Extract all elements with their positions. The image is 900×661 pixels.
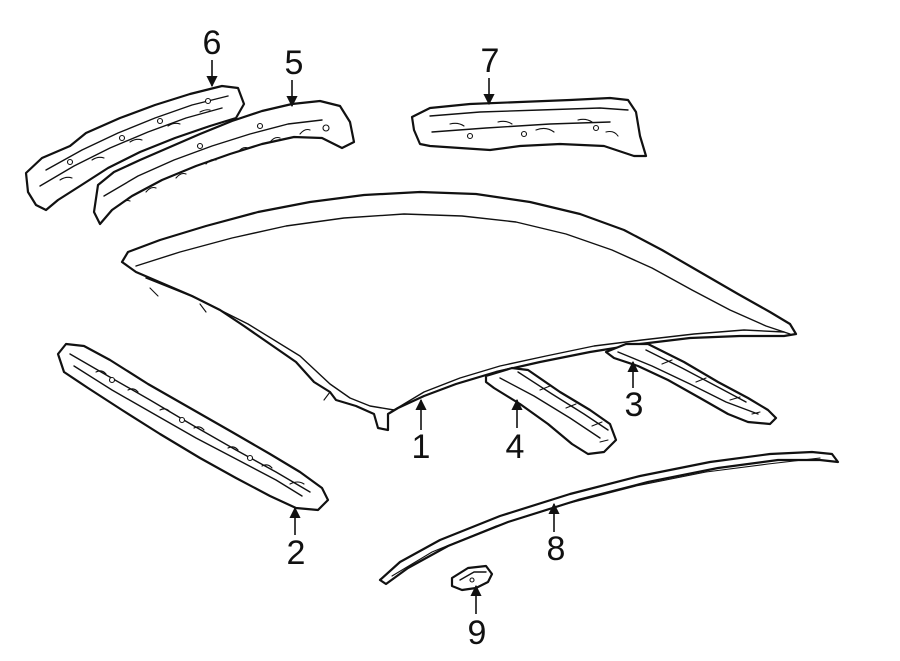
part-8-roof-molding[interactable] <box>378 450 840 586</box>
part-9-molding-clip[interactable] <box>450 564 494 592</box>
callout-8: 8 <box>547 530 566 568</box>
callout-4: 4 <box>506 428 525 466</box>
callout-9: 9 <box>468 614 487 652</box>
part-4-roof-bow[interactable] <box>484 366 618 456</box>
callout-3: 3 <box>625 386 644 424</box>
part-7-side-roof-rail[interactable] <box>410 96 648 158</box>
part-5-rear-roof-rail[interactable] <box>92 99 356 226</box>
part-6-front-roof-rail[interactable] <box>24 84 246 212</box>
callout-leaders <box>206 60 639 614</box>
callout-7: 7 <box>481 42 500 80</box>
callout-6: 6 <box>203 24 222 62</box>
callout-2: 2 <box>287 534 306 572</box>
part-3-roof-bow[interactable] <box>604 342 778 426</box>
part-2-windshield-header[interactable] <box>56 342 330 512</box>
callout-1: 1 <box>412 428 431 466</box>
callout-5: 5 <box>285 44 304 82</box>
callout-labels: 1 2 3 4 5 6 7 8 9 <box>203 24 644 652</box>
